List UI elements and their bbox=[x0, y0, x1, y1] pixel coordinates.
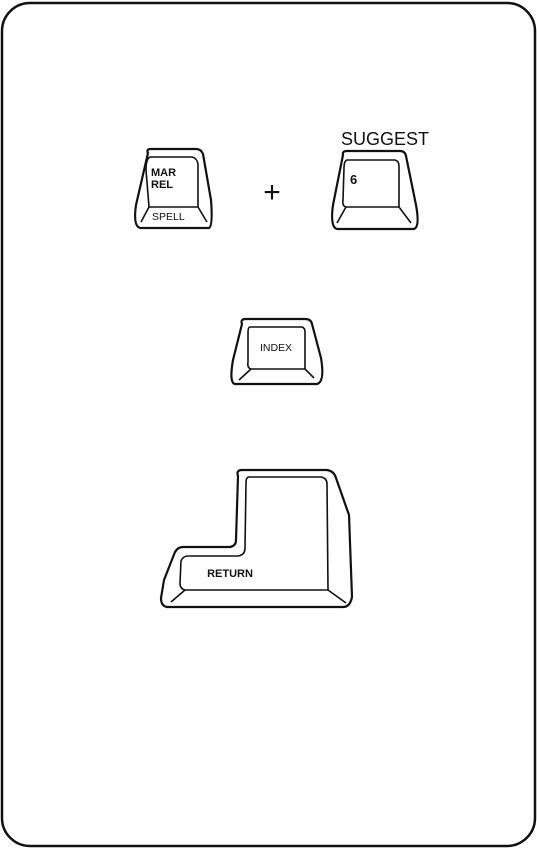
key-six-label: 6 bbox=[350, 172, 357, 187]
key-mar-label: MAR bbox=[151, 167, 176, 179]
suggest-caption: SUGGEST bbox=[341, 129, 429, 149]
plus-sign: + bbox=[263, 176, 281, 209]
card-frame bbox=[2, 3, 535, 846]
key-return-label: RETURN bbox=[207, 568, 253, 580]
key-rel-label: REL bbox=[151, 179, 173, 191]
key-six bbox=[332, 151, 418, 229]
key-index-label: INDEX bbox=[260, 342, 292, 354]
key-return bbox=[161, 470, 352, 607]
key-spell-label: SPELL bbox=[152, 211, 185, 223]
